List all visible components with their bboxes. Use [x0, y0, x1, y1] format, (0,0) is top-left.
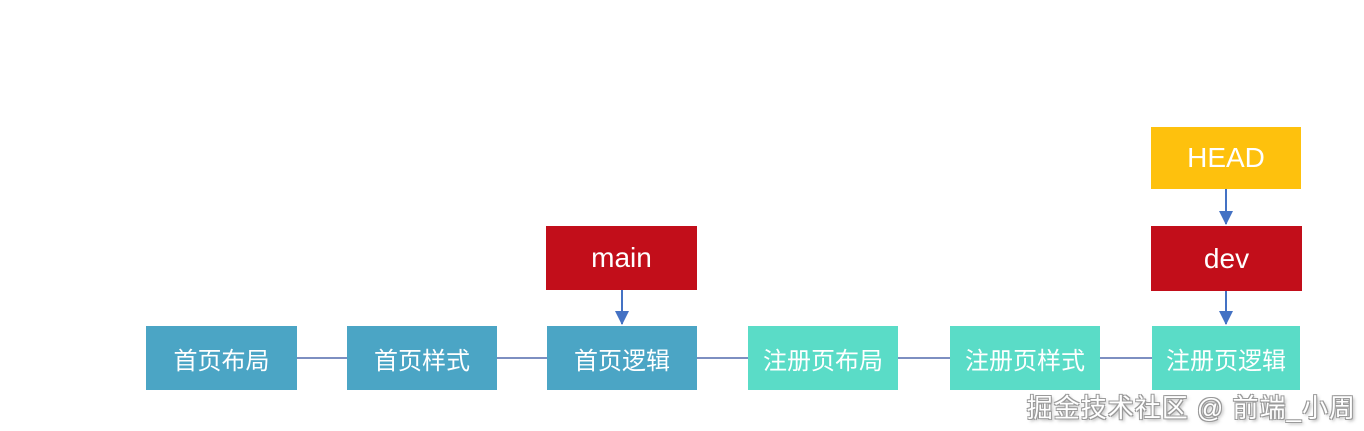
commit-node-home-style: 首页样式 [347, 326, 497, 390]
head-label: HEAD [1187, 142, 1265, 173]
commit-label: 注册页逻辑 [1166, 347, 1286, 375]
commit-node-register-style: 注册页样式 [950, 326, 1100, 390]
head-pointer: HEAD [1151, 127, 1301, 189]
commit-label: 注册页样式 [965, 347, 1085, 375]
watermark: 掘金技术社区 @ 前端_小周 [1026, 393, 1356, 423]
commit-node-home-logic: 首页逻辑 [547, 326, 697, 390]
commit-label: 首页样式 [374, 347, 470, 375]
main-branch-label: main [591, 242, 652, 273]
main-branch-pointer: main [546, 226, 697, 290]
commit-node-register-layout: 注册页布局 [748, 326, 898, 390]
commit-label: 首页逻辑 [574, 347, 670, 375]
commit-label: 首页布局 [173, 347, 270, 375]
commit-label: 注册页布局 [763, 347, 883, 375]
dev-branch-pointer: dev [1151, 226, 1302, 291]
commit-node-home-layout: 首页布局 [146, 326, 297, 390]
commit-node-register-logic: 注册页逻辑 [1152, 326, 1300, 390]
dev-branch-label: dev [1203, 242, 1250, 274]
